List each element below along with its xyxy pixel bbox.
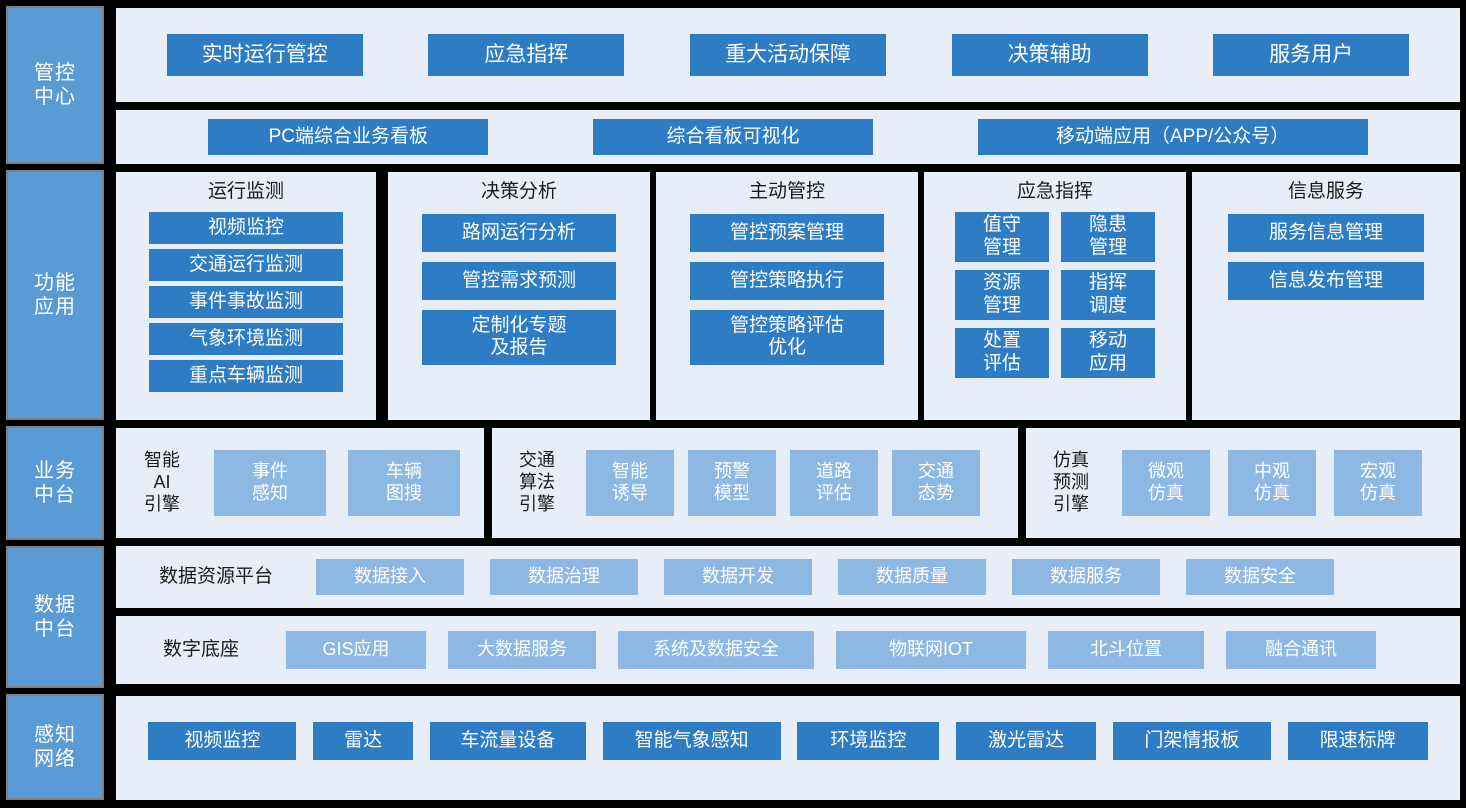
terminal-chip[interactable]: PC端综合业务看板: [208, 119, 489, 155]
engine-name: 交通 算法 引擎: [519, 450, 555, 514]
layer-label-perception-network: 感知 网络: [6, 694, 104, 800]
engine-capability-chip[interactable]: 智能 诱导: [586, 450, 674, 516]
group-title: 应急指挥: [1016, 181, 1093, 202]
engine-panel-simulation-prediction: 仿真 预测 引擎 微观 仿真 中观 仿真 宏观 仿真: [1026, 428, 1460, 538]
business-middle-platform-row: 智能 AI 引擎 事件 感知 车辆 图搜 交通 算法 引擎 智能 诱导 预警 模…: [116, 428, 1460, 538]
group-title: 决策分析: [480, 181, 557, 202]
function-chip[interactable]: 指挥 调度: [1061, 269, 1155, 320]
function-chip[interactable]: 交通运行监测: [149, 248, 343, 281]
foundation-capability-chip[interactable]: GIS应用: [286, 631, 426, 669]
scenario-chip[interactable]: 应急指挥: [428, 34, 625, 76]
terminal-chip[interactable]: 综合看板可视化: [592, 119, 873, 155]
layer-label-functional-applications: 功能 应用: [6, 170, 104, 420]
terminal-chip[interactable]: 移动端应用（APP/公众号）: [977, 119, 1368, 155]
function-chip[interactable]: 管控预案管理: [690, 213, 884, 252]
function-chip[interactable]: 事件事故监测: [149, 285, 343, 318]
data-capability-chip[interactable]: 数据服务: [1012, 559, 1160, 595]
foundation-capability-chip[interactable]: 北斗位置: [1048, 631, 1204, 669]
perception-network-panel: 视频监控 雷达 车流量设备 智能气象感知 环境监控 激光雷达 门架情报板 限速标…: [116, 696, 1460, 800]
data-capability-chip[interactable]: 数据安全: [1186, 559, 1334, 595]
control-center-scenarios-panel: 实时运行管控 应急指挥 重大活动保障 决策辅助 服务用户: [116, 8, 1460, 102]
sensor-chip[interactable]: 视频监控: [148, 722, 297, 760]
engine-capability-chip[interactable]: 微观 仿真: [1122, 450, 1210, 516]
foundation-capability-chip[interactable]: 融合通讯: [1226, 631, 1376, 669]
function-group-active-control: 主动管控 管控预案管理 管控策略执行 管控策略评估 优化: [656, 172, 918, 420]
function-chip[interactable]: 管控策略执行: [690, 261, 884, 300]
engine-panel-ai: 智能 AI 引擎 事件 感知 车辆 图搜: [116, 428, 484, 538]
function-chip[interactable]: 视频监控: [149, 211, 343, 244]
scenario-chip[interactable]: 重大活动保障: [689, 34, 886, 76]
sensor-chip[interactable]: 激光雷达: [956, 722, 1097, 760]
function-chip[interactable]: 信息发布管理: [1228, 261, 1424, 300]
function-chip[interactable]: 隐患 管理: [1061, 211, 1155, 262]
function-group-decision-analysis: 决策分析 路网运行分析 管控需求预测 定制化专题 及报告: [388, 172, 650, 420]
function-chip[interactable]: 管控需求预测: [422, 261, 616, 300]
layer-label-control-center: 管控 中心: [6, 6, 104, 164]
function-chip[interactable]: 路网运行分析: [422, 213, 616, 252]
digital-foundation-panel: 数字底座 GIS应用 大数据服务 系统及数据安全 物联网IOT 北斗位置 融合通…: [116, 616, 1460, 684]
function-chip[interactable]: 处置 评估: [955, 327, 1049, 378]
function-group-information-service: 信息服务 服务信息管理 信息发布管理: [1192, 172, 1460, 420]
engine-name: 智能 AI 引擎: [144, 450, 180, 514]
foundation-capability-chip[interactable]: 物联网IOT: [836, 631, 1026, 669]
engine-capability-chip[interactable]: 交通 态势: [892, 450, 980, 516]
engine-panel-traffic-algorithm: 交通 算法 引擎 智能 诱导 预警 模型 道路 评估 交通 态势: [492, 428, 1018, 538]
scenario-chip[interactable]: 决策辅助: [951, 34, 1148, 76]
data-capability-chip[interactable]: 数据开发: [664, 559, 812, 595]
data-capability-chip[interactable]: 数据接入: [316, 559, 464, 595]
sensor-chip[interactable]: 门架情报板: [1112, 722, 1271, 760]
data-capability-chip[interactable]: 数据质量: [838, 559, 986, 595]
data-row-title: 数字底座: [162, 639, 239, 661]
control-center-terminals-panel: PC端综合业务看板 综合看板可视化 移动端应用（APP/公众号）: [116, 110, 1460, 164]
function-chip[interactable]: 值守 管理: [955, 211, 1049, 262]
engine-capability-chip[interactable]: 车辆 图搜: [348, 450, 460, 516]
layer-label-data-middle-platform: 数据 中台: [6, 546, 104, 688]
foundation-capability-chip[interactable]: 系统及数据安全: [618, 631, 814, 669]
engine-name: 仿真 预测 引擎: [1053, 450, 1089, 514]
engine-capability-chip[interactable]: 中观 仿真: [1228, 450, 1316, 516]
function-chip[interactable]: 管控策略评估 优化: [690, 309, 884, 365]
sensor-chip[interactable]: 车流量设备: [429, 722, 586, 760]
function-group-emergency-command: 应急指挥 值守 管理 隐患 管理 资源 管理 指挥 调度 处置 评估 移动 应用: [924, 172, 1186, 420]
engine-capability-chip[interactable]: 宏观 仿真: [1334, 450, 1422, 516]
function-group-operation-monitoring: 运行监测 视频监控 交通运行监测 事件事故监测 气象环境监测 重点车辆监测: [116, 172, 376, 420]
function-chip[interactable]: 服务信息管理: [1228, 213, 1424, 252]
function-chip[interactable]: 气象环境监测: [149, 322, 343, 355]
engine-capability-chip[interactable]: 道路 评估: [790, 450, 878, 516]
sensor-chip[interactable]: 智能气象感知: [602, 722, 781, 760]
scenario-chip[interactable]: 服务用户: [1213, 34, 1410, 76]
data-resource-platform-panel: 数据资源平台 数据接入 数据治理 数据开发 数据质量 数据服务 数据安全: [116, 546, 1460, 608]
function-chip[interactable]: 资源 管理: [955, 269, 1049, 320]
foundation-capability-chip[interactable]: 大数据服务: [448, 631, 596, 669]
engine-capability-chip[interactable]: 预警 模型: [688, 450, 776, 516]
sensor-chip[interactable]: 雷达: [313, 722, 414, 760]
sensor-chip[interactable]: 环境监控: [797, 722, 940, 760]
engine-capability-chip[interactable]: 事件 感知: [214, 450, 326, 516]
scenario-chip[interactable]: 实时运行管控: [166, 34, 363, 76]
function-chip[interactable]: 移动 应用: [1061, 327, 1155, 378]
data-capability-chip[interactable]: 数据治理: [490, 559, 638, 595]
function-chip[interactable]: 定制化专题 及报告: [422, 309, 616, 365]
group-title: 主动管控: [748, 181, 825, 202]
group-title: 信息服务: [1287, 181, 1364, 202]
functional-applications-row: 运行监测 视频监控 交通运行监测 事件事故监测 气象环境监测 重点车辆监测 决策…: [116, 172, 1460, 420]
data-row-title: 数据资源平台: [158, 566, 273, 588]
function-chip[interactable]: 重点车辆监测: [149, 359, 343, 392]
layer-label-business-middle-platform: 业务 中台: [6, 426, 104, 540]
sensor-chip[interactable]: 限速标牌: [1287, 722, 1428, 760]
group-title: 运行监测: [207, 181, 284, 202]
